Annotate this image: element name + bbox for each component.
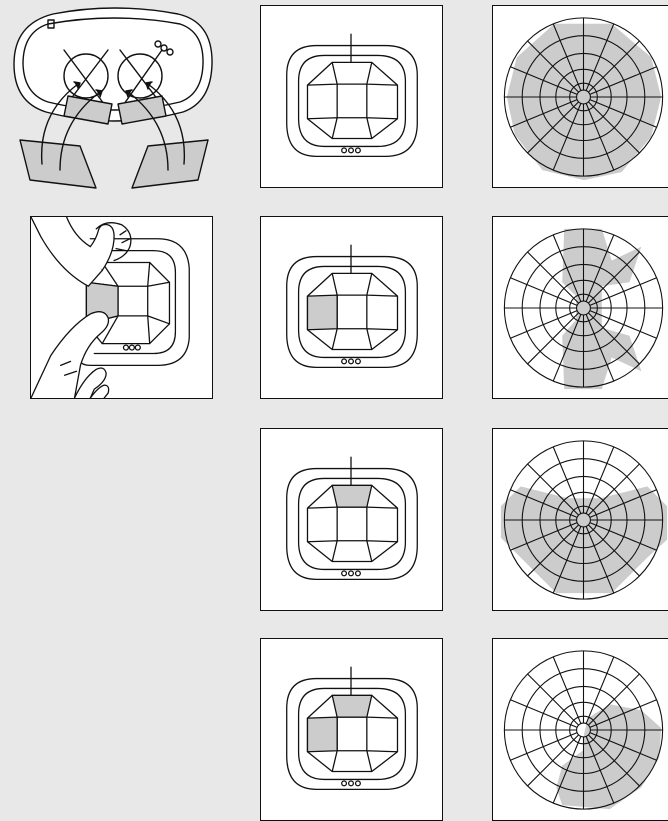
- coverage-diagram-left-masked: [492, 216, 668, 399]
- sensor-config-top-mask: [260, 428, 443, 611]
- sensor-config-top-left-mask: [260, 638, 443, 821]
- sensor-mask-illustration: [8, 4, 220, 194]
- sensor-config-no-mask: [260, 5, 443, 188]
- coverage-diagram-top-left-masked: [492, 638, 668, 821]
- coverage-diagram-top-masked: [492, 428, 668, 611]
- coverage-diagram-full: [492, 5, 668, 188]
- hand-mask-panel: [30, 216, 213, 399]
- sensor-config-left-mask: [260, 216, 443, 399]
